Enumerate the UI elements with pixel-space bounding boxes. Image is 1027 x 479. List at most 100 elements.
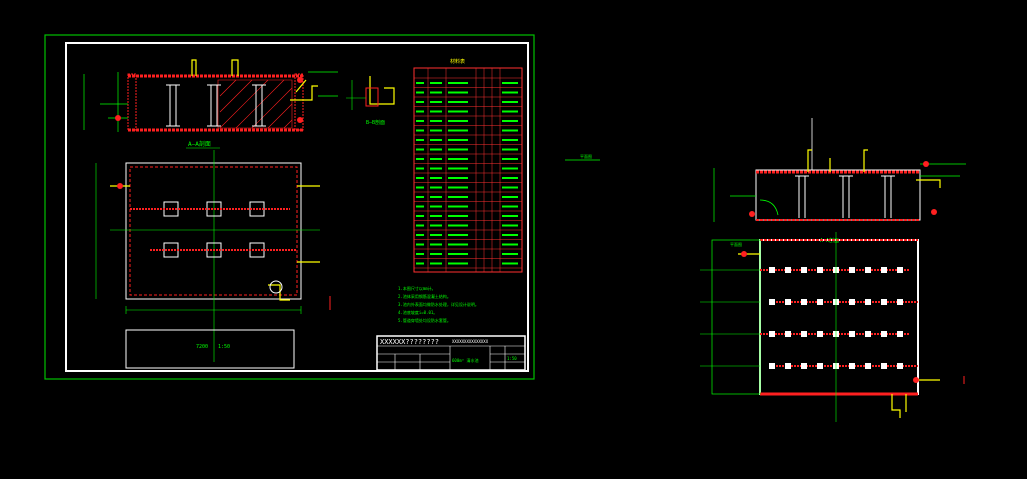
footing-mark — [865, 363, 871, 369]
table-cell-mark — [502, 158, 518, 160]
table-cell-mark — [416, 215, 424, 217]
table-cell-mark — [416, 82, 424, 84]
note-line: 4.池底坡度i=0.01。 — [398, 309, 437, 315]
table-cell-mark — [430, 205, 442, 208]
detail-label: B—B剖面 — [366, 119, 385, 126]
table-cell-mark — [430, 101, 442, 103]
table-cell-mark — [416, 243, 424, 246]
table-cell-mark — [448, 158, 468, 160]
table-cell-mark — [448, 253, 468, 255]
columns — [166, 84, 266, 127]
vent-pipes — [807, 149, 941, 188]
table-cell-mark — [416, 196, 424, 198]
table-cell-mark — [430, 196, 442, 198]
table-cell-mark — [430, 129, 442, 132]
footing-mark — [769, 331, 775, 337]
table-cell-mark — [430, 224, 442, 227]
table-cell-mark — [416, 129, 424, 132]
footing-mark — [849, 363, 855, 369]
footing-mark — [785, 331, 791, 337]
table-cell-mark — [416, 139, 424, 141]
table-cell-mark — [416, 262, 424, 265]
footing-mark — [881, 363, 887, 369]
table-cell-mark — [430, 120, 442, 122]
footing-mark — [817, 363, 823, 369]
note-line: 1.本图尺寸以mm计。 — [398, 285, 436, 291]
table-cell-mark — [448, 110, 468, 113]
table-cell-mark — [448, 139, 468, 141]
plan-axes — [95, 150, 320, 362]
dimension-lines — [83, 71, 338, 132]
stray-label: 平面图 — [580, 153, 592, 159]
pipe-marker — [913, 377, 919, 383]
note-line: 3.池内外表面均做防水处理，详见设计说明。 — [398, 301, 479, 307]
footing-mark — [817, 299, 823, 305]
pipe-marker — [297, 117, 303, 123]
column-footings — [769, 267, 903, 369]
title-block-scale: 1:50 — [507, 356, 517, 361]
footing-mark — [801, 267, 807, 273]
plan-dim-outline — [711, 239, 761, 395]
pipe-marker — [297, 77, 303, 83]
table-cell-mark — [448, 243, 468, 246]
footing-mark — [817, 267, 823, 273]
footing-mark — [881, 331, 887, 337]
table-cell-mark — [502, 243, 518, 246]
drawing-sheet-2: A—A剖面 — [700, 118, 966, 422]
table-cell-mark — [502, 186, 518, 189]
table-cell-mark — [502, 129, 518, 132]
tank-wall-left — [127, 73, 137, 131]
table-cell-mark — [416, 91, 424, 94]
table-cell-mark — [416, 205, 424, 208]
table-cell-mark — [416, 167, 424, 170]
inner-frame — [65, 42, 529, 372]
table-cell-mark — [416, 101, 424, 103]
table-cell-mark — [502, 196, 518, 198]
title-block-grid — [377, 345, 525, 370]
table-cell-mark — [502, 120, 518, 122]
table-cell-mark — [430, 158, 442, 160]
table-cell-mark — [448, 101, 468, 103]
hatch-lines — [219, 79, 293, 129]
table-cell-mark — [416, 224, 424, 227]
drawing-sheet-1: A—A剖面 B—B剖面 — [44, 34, 535, 380]
columns — [795, 175, 895, 218]
pipe-marker — [117, 183, 123, 189]
table-cell-mark — [430, 215, 442, 217]
table-cell-mark — [448, 167, 468, 170]
table-cell-mark — [502, 234, 518, 236]
footing-mark — [897, 331, 903, 337]
table-cell-mark — [502, 167, 518, 170]
footing-mark — [865, 331, 871, 337]
table-cell-mark — [430, 82, 442, 84]
plan-axes — [700, 232, 837, 422]
baffle-walls — [130, 208, 297, 251]
pipe-marker — [923, 161, 929, 167]
footing-mark — [785, 363, 791, 369]
table-cell-mark — [502, 253, 518, 255]
table-cell-mark — [448, 215, 468, 217]
notes-block: 1.本图尺寸以mm计。 2.池体采用钢筋混凝土结构。 3.池内外表面均做防水处理… — [398, 285, 479, 323]
table-cell-mark — [448, 129, 468, 132]
hatch-region — [217, 79, 293, 129]
table-title: 材料表 — [450, 58, 465, 65]
footing-mark — [865, 267, 871, 273]
table-cell-mark — [430, 177, 442, 179]
table-cell-mark — [416, 158, 424, 160]
footing-mark — [881, 267, 887, 273]
baffle-walls — [760, 269, 918, 367]
detail-b-b-view: B—B剖面 — [346, 76, 395, 126]
table-columns — [427, 68, 501, 272]
table-cell-mark — [448, 262, 468, 265]
table-cell-mark — [502, 215, 518, 217]
table-cell-mark — [502, 91, 518, 94]
plan-view-2: 平面图 — [700, 232, 965, 422]
table-cell-mark — [502, 262, 518, 265]
note-line: 2.池体采用钢筋混凝土结构。 — [398, 293, 451, 299]
table-cell-mark — [448, 177, 468, 179]
table-cell-mark — [502, 101, 518, 103]
tank-body — [755, 169, 921, 221]
table-cell-mark — [502, 148, 518, 151]
plan-label: 平面图 — [730, 241, 742, 247]
section-label: A—A剖面 — [188, 140, 211, 148]
